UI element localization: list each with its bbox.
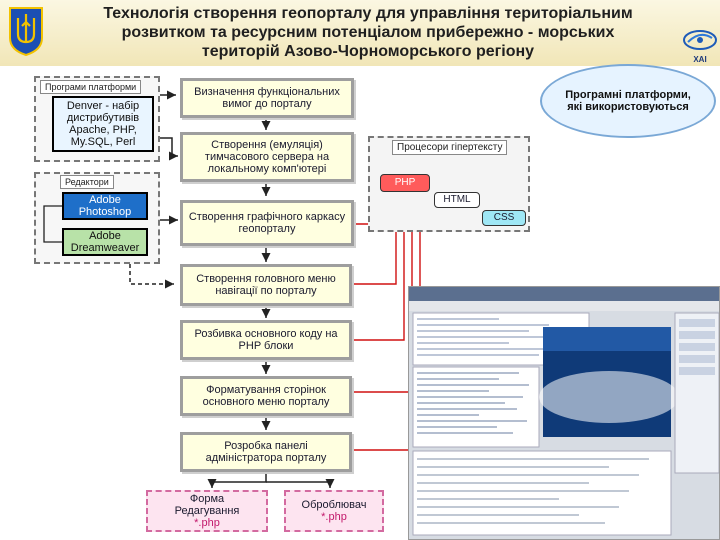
output-form-line2: Редагування <box>174 505 240 517</box>
coat-of-arms-icon <box>9 7 43 56</box>
step-graphic-frame: Створення графічного каркасу геопорталу <box>180 200 354 246</box>
editor-screenshot <box>408 286 720 540</box>
university-logo-icon: ХАІ <box>682 28 718 64</box>
step-format-pages: Форматування сторінок основного меню пор… <box>180 376 352 416</box>
editors-to-menu-arrow <box>129 264 174 289</box>
step-requirements: Визначення функціональних вимог до порта… <box>180 78 354 118</box>
output-handler-ext: *.php <box>321 511 347 523</box>
title-line-2: розвитком та ресурсним потенціалом прибе… <box>121 24 615 41</box>
output-handler: Оброблювач *.php <box>284 490 384 532</box>
css-badge: CSS <box>482 210 526 226</box>
html-badge: HTML <box>434 192 480 208</box>
platform-arrow <box>160 137 178 161</box>
logo-caption: ХАІ <box>693 55 707 64</box>
flow-arrow-handler <box>266 479 335 488</box>
output-form-line1: Форма <box>189 493 225 505</box>
platforms-callout: Програмні платформи, які використовуютьс… <box>540 64 716 138</box>
step-main-menu: Створення головного меню навігації по по… <box>180 264 352 306</box>
red-arrow-php-blocks <box>352 196 409 341</box>
editors-group-label: Редактори <box>60 175 114 189</box>
university-logo-graphic <box>683 30 717 50</box>
title-line-1: Технологія створення геопорталу для упра… <box>103 5 633 22</box>
processors-group-label: Процесори гіпертексту <box>392 140 508 155</box>
editor-screenshot-graphic <box>409 287 719 536</box>
step-local-server: Створення (емуляція) тимчасового сервера… <box>180 132 354 182</box>
dreamweaver-box: Adobe Dreamweaver <box>62 228 148 256</box>
step-admin-panel: Розробка панелі адміністратора порталу <box>180 432 352 472</box>
header-banner <box>0 0 720 66</box>
output-handler-line1: Оброблювач <box>301 499 367 511</box>
php-badge: PHP <box>380 174 430 192</box>
step-php-blocks: Розбивка основного коду на PHP блоки <box>180 320 352 360</box>
photoshop-box: Adobe Photoshop <box>62 192 148 220</box>
page-title: Технологія створення геопорталу для упра… <box>48 4 688 61</box>
flow-arrow-form <box>207 472 267 488</box>
output-form-ext: *.php <box>194 517 220 529</box>
title-line-3: територій Азово-Чорноморського регіону <box>201 43 535 60</box>
platforms-group-label: Програми платформи <box>40 80 142 94</box>
denver-box: Denver - набір дистрибутивів Apache, PHP… <box>52 96 154 152</box>
output-edit-form: Форма Редагування *.php <box>146 490 268 532</box>
